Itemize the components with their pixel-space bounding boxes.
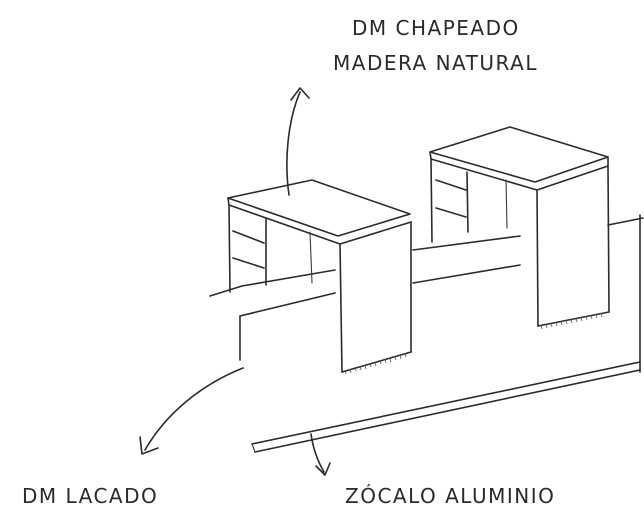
base-platform xyxy=(209,214,644,453)
label-zocalo-aluminio: ZÓCALO ALUMINIO xyxy=(345,484,555,508)
desk-left xyxy=(227,179,412,375)
arrow-up-icon xyxy=(286,87,310,196)
desk-right xyxy=(429,126,610,330)
arrow-down-left-icon xyxy=(139,367,244,455)
arrow-down-icon xyxy=(310,433,331,476)
label-dm-lacado: DM LACADO xyxy=(22,484,158,508)
label-madera-natural: MADERA NATURAL xyxy=(333,51,538,75)
label-dm-chapeado: DM CHAPEADO xyxy=(352,16,520,40)
